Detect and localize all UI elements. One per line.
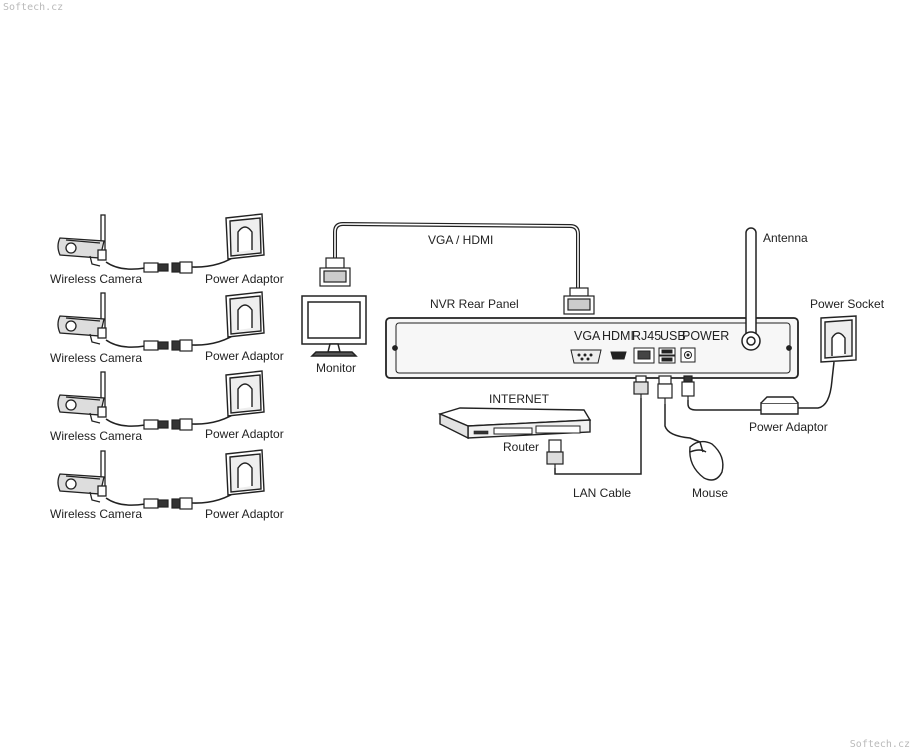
monitor-icon bbox=[301, 295, 367, 357]
port-label-power: POWER bbox=[682, 329, 730, 343]
power-adaptor-label: Power Adaptor bbox=[205, 349, 284, 363]
camera-cable bbox=[105, 261, 146, 270]
wireless-camera-label: Wireless Camera bbox=[50, 272, 143, 286]
camera-row-2 bbox=[57, 291, 265, 352]
router-lan-plug-icon bbox=[546, 439, 564, 468]
power-adaptor-label: Power Adaptor bbox=[205, 507, 284, 521]
camera-rows bbox=[57, 213, 265, 510]
wireless-camera-icon bbox=[57, 292, 107, 345]
mouse-label: Mouse bbox=[692, 486, 729, 500]
mouse-cable bbox=[664, 404, 701, 443]
lan-cable-plug-icon bbox=[633, 375, 649, 398]
wireless-camera-label: Wireless Camera bbox=[50, 351, 143, 365]
camera-row-3 bbox=[57, 370, 265, 431]
mouse-icon bbox=[689, 440, 724, 481]
wireless-camera-label: Wireless Camera bbox=[50, 507, 143, 521]
camera-cable bbox=[105, 418, 146, 427]
hdmi-port-icon bbox=[610, 351, 627, 360]
antenna-label: Antenna bbox=[763, 231, 808, 245]
camera-cable bbox=[105, 497, 146, 506]
wall-adaptor-icon bbox=[225, 291, 265, 338]
vga-plug-nvr-icon bbox=[563, 287, 595, 315]
wireless-camera-label: Wireless Camera bbox=[50, 429, 143, 443]
wall-adaptor-icon bbox=[225, 213, 265, 260]
wireless-camera-icon bbox=[57, 371, 107, 424]
wall-adaptor-icon bbox=[225, 449, 265, 496]
camera-row-1 bbox=[57, 213, 265, 274]
power-adaptor-brick-icon bbox=[760, 396, 799, 415]
power-cable bbox=[687, 400, 761, 411]
wireless-camera-icon bbox=[57, 450, 107, 503]
router-icon bbox=[437, 407, 592, 440]
monitor-label: Monitor bbox=[316, 361, 357, 375]
wall-adaptor-icon bbox=[225, 370, 265, 417]
port-label-rj45: RJ45 bbox=[632, 329, 662, 343]
vga-hdmi-label: VGA / HDMI bbox=[428, 233, 494, 247]
camera-cable bbox=[105, 339, 146, 348]
vga-port-icon bbox=[570, 349, 602, 364]
watermark-bottom: Softech.cz bbox=[849, 739, 910, 750]
internet-label: INTERNET bbox=[489, 392, 549, 406]
nvr-rear-panel-label: NVR Rear Panel bbox=[430, 297, 519, 311]
barrel-connector-icon bbox=[143, 261, 193, 274]
power-adaptor-nvr-label: Power Adaptor bbox=[749, 420, 828, 434]
usb-plug-icon bbox=[657, 375, 673, 404]
nvr-rear-panel bbox=[385, 317, 799, 379]
port-label-usb: USB bbox=[660, 329, 686, 343]
lan-cable bbox=[554, 398, 642, 475]
rj45-port-icon bbox=[633, 347, 655, 364]
barrel-connector-icon bbox=[143, 497, 193, 510]
camera-row-4 bbox=[57, 449, 265, 510]
barrel-connector-icon bbox=[143, 418, 193, 431]
wireless-camera-icon bbox=[57, 214, 107, 267]
power-port-icon bbox=[680, 347, 696, 363]
port-label-vga: VGA bbox=[574, 329, 601, 343]
power-socket-icon bbox=[820, 315, 857, 363]
vga-plug-monitor-icon bbox=[319, 257, 351, 287]
router-label: Router bbox=[503, 440, 540, 454]
port-label-hdmi: HDMI bbox=[602, 329, 634, 343]
power-socket-label: Power Socket bbox=[810, 297, 885, 311]
lan-cable-label: LAN Cable bbox=[573, 486, 632, 500]
power-plug-icon bbox=[681, 375, 695, 400]
power-adaptor-label: Power Adaptor bbox=[205, 427, 284, 441]
barrel-connector-icon bbox=[143, 339, 193, 352]
power-socket-cable bbox=[798, 361, 835, 409]
usb-port-icon bbox=[658, 347, 676, 364]
antenna-icon bbox=[741, 227, 761, 351]
watermark-top: Softech.cz bbox=[3, 2, 64, 13]
power-adaptor-label: Power Adaptor bbox=[205, 272, 284, 286]
